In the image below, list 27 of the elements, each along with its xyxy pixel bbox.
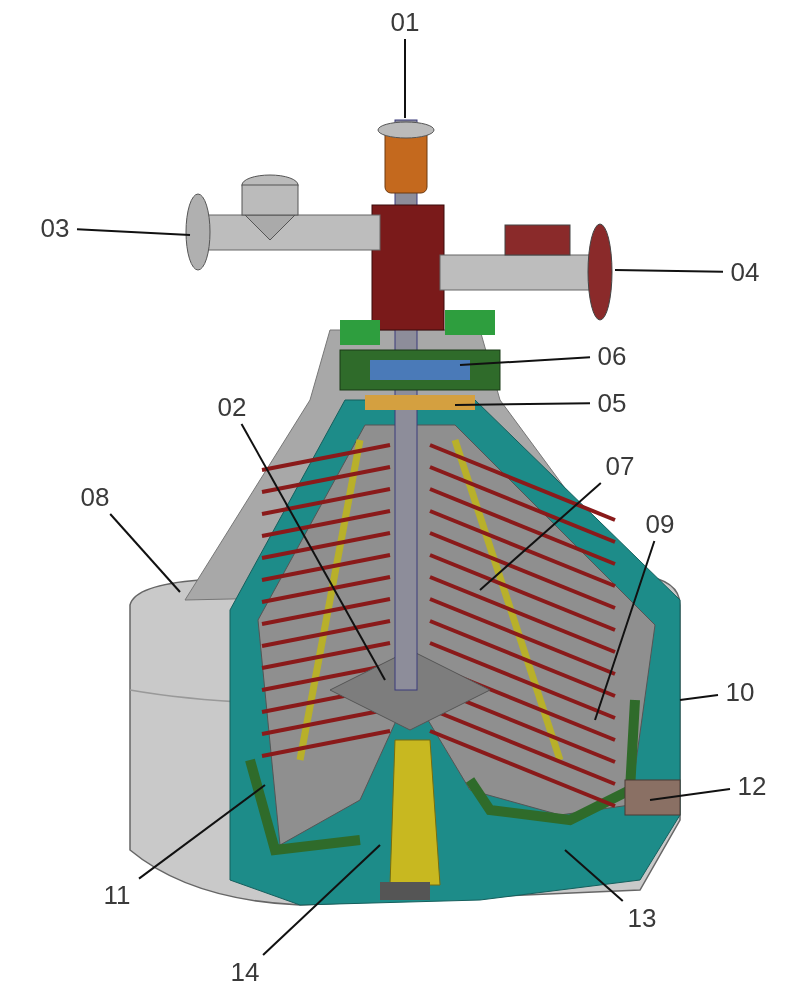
callout-number: 04 <box>726 257 764 287</box>
leader-line <box>479 482 602 591</box>
callout-number: 09 <box>641 509 679 539</box>
leader-line <box>679 693 719 701</box>
leader-line <box>614 269 724 273</box>
callout-number: 03 <box>36 213 74 243</box>
leader-line <box>454 402 591 406</box>
callout-number: 10 <box>721 677 759 707</box>
leader-line <box>404 38 406 119</box>
callout-number: 07 <box>601 451 639 481</box>
callout-number: 02 <box>213 392 251 422</box>
leader-line <box>240 423 386 681</box>
callout-number: 08 <box>76 482 114 512</box>
callout-number: 06 <box>593 341 631 371</box>
callout-number: 12 <box>733 771 771 801</box>
callout-number: 14 <box>226 957 264 987</box>
leader-line <box>109 513 181 593</box>
leader-line <box>262 844 381 956</box>
leader-line <box>594 540 656 721</box>
callout-number: 11 <box>98 880 136 910</box>
leader-line <box>459 356 591 366</box>
leader-line <box>138 784 266 880</box>
callout-number: 01 <box>386 7 424 37</box>
leader-line <box>649 788 731 801</box>
leader-line <box>76 228 191 236</box>
callout-number: 05 <box>593 388 631 418</box>
callout-number: 13 <box>623 903 661 933</box>
